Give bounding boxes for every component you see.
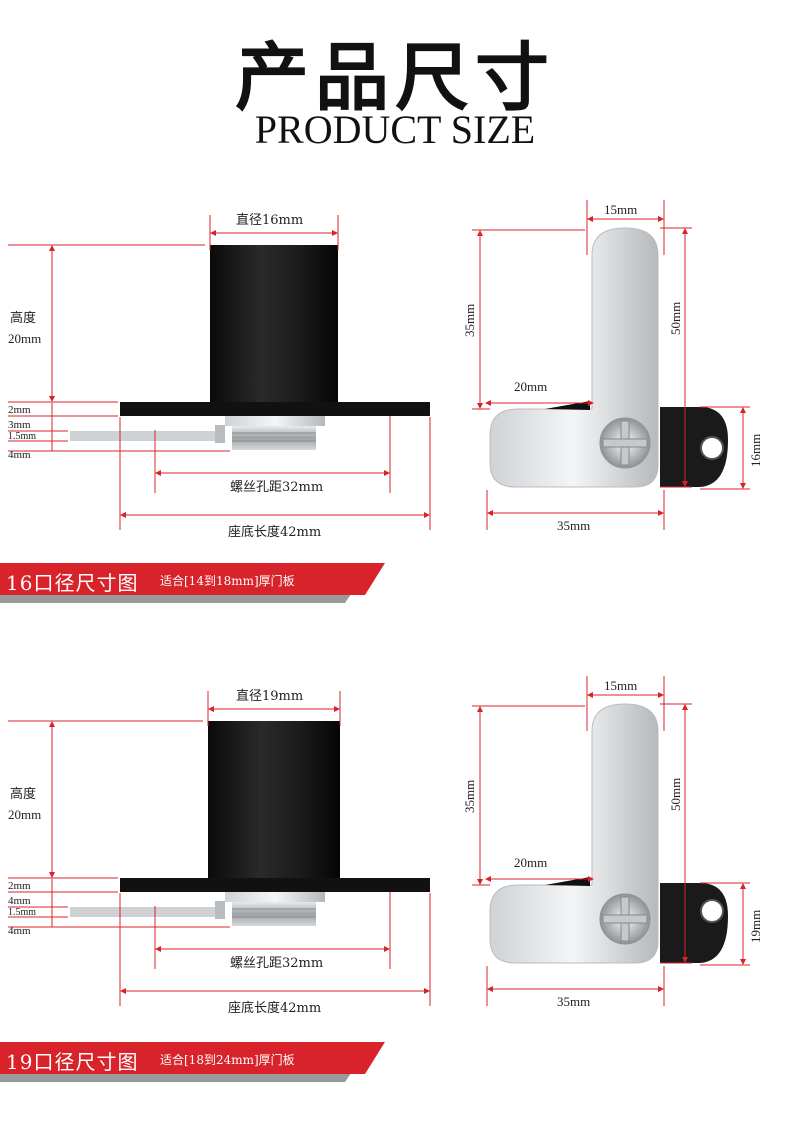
section-banner-19: 19口径尺寸图 适合[18到24mm]厚门板 <box>0 1042 400 1082</box>
lock-tongue <box>70 431 220 441</box>
height-value: 20mm <box>8 331 41 346</box>
dim-1-5mm: 1.5mm <box>8 431 36 442</box>
banner-title: 16口径尺寸图 <box>6 571 139 595</box>
dim-50mm: 50mm <box>668 778 683 811</box>
height-label: 高度 <box>10 310 36 326</box>
banner-subtitle: 适合[14到18mm]厚门板 <box>160 574 295 588</box>
banner-title: 19口径尺寸图 <box>6 1050 139 1074</box>
dim-15mm: 15mm <box>604 202 637 217</box>
dim-4mm: 4mm <box>8 925 31 937</box>
lock-tongue <box>70 907 220 917</box>
base-length-label: 座底长度42mm <box>228 1000 321 1016</box>
dim-4mm-upper: 4mm <box>8 895 31 907</box>
diameter-label: 直径16mm <box>236 213 303 228</box>
page-title-en: PRODUCT SIZE <box>254 107 536 152</box>
dimension-drawing: 直径19mm 高度 20mm 2mm 4mm 1.5mm 4mm 螺丝孔距32m… <box>8 676 763 1016</box>
hole-distance-label: 螺丝孔距32mm <box>230 956 323 971</box>
lock-base-plate <box>120 878 430 892</box>
dim-20mm: 20mm <box>514 855 547 870</box>
banner-subtitle: 适合[18到24mm]厚门板 <box>160 1053 295 1067</box>
dim-2mm: 2mm <box>8 404 31 416</box>
dim-35mm-vertical: 35mm <box>462 780 477 813</box>
dim-4mm: 4mm <box>8 449 31 461</box>
lock-thread <box>225 892 325 902</box>
dimension-drawing: 直径16mm 高度 20mm 2mm 3mm 1.5mm 4mm 螺丝孔距32m… <box>8 200 763 540</box>
dim-35mm-vertical: 35mm <box>462 304 477 337</box>
lock-cylinder-body <box>210 245 338 402</box>
dim-bracket: 19mm <box>748 910 763 943</box>
dim-20mm: 20mm <box>514 379 547 394</box>
cam-mount-bracket <box>660 407 728 487</box>
lock-base-plate <box>120 402 430 416</box>
dim-35mm-horizontal: 35mm <box>557 994 590 1009</box>
page-title-cn: 产品尺寸 <box>235 35 555 121</box>
size-section-16: 直径16mm 高度 20mm 2mm 3mm 1.5mm 4mm 螺丝孔距32m… <box>0 195 790 670</box>
dim-3mm: 3mm <box>8 419 31 431</box>
height-label: 高度 <box>10 786 36 802</box>
dim-50mm: 50mm <box>668 302 683 335</box>
dim-2mm: 2mm <box>8 880 31 892</box>
cam-mount-bracket <box>660 883 728 963</box>
base-length-label: 座底长度42mm <box>228 524 321 540</box>
dim-15mm: 15mm <box>604 678 637 693</box>
lock-thread <box>225 416 325 426</box>
diameter-label: 直径19mm <box>236 689 303 704</box>
section-banner-16: 16口径尺寸图 适合[14到18mm]厚门板 <box>0 563 400 603</box>
dim-bracket: 16mm <box>748 434 763 467</box>
size-section-19: 直径19mm 高度 20mm 2mm 4mm 1.5mm 4mm 螺丝孔距32m… <box>0 671 790 1146</box>
height-value: 20mm <box>8 807 41 822</box>
hole-distance-label: 螺丝孔距32mm <box>230 480 323 495</box>
dim-35mm-horizontal: 35mm <box>557 518 590 533</box>
dim-1-5mm: 1.5mm <box>8 907 36 918</box>
lock-cylinder-body <box>208 721 340 878</box>
